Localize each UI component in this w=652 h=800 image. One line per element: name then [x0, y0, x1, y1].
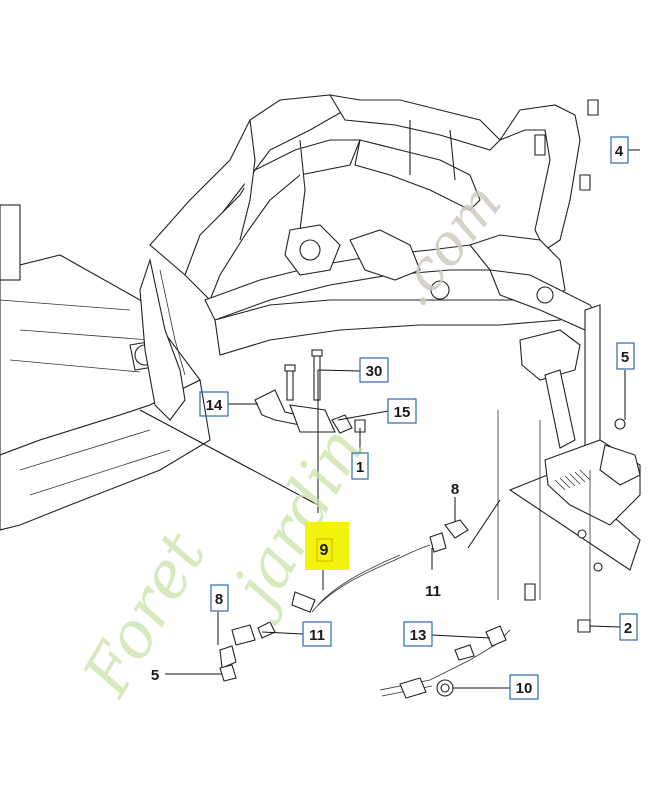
- callout-13[interactable]: 13: [403, 621, 433, 647]
- callout-14[interactable]: 14: [199, 391, 229, 417]
- callout-1[interactable]: 1: [351, 452, 369, 480]
- callout-30[interactable]: 30: [359, 357, 389, 383]
- callout-9-label: 9: [320, 542, 329, 559]
- callout-5-left-label: 5: [151, 667, 159, 684]
- callout-8-right-label: 8: [451, 481, 459, 498]
- callout-5-left[interactable]: 5: [151, 667, 159, 684]
- watermark-text-1: Foret: [69, 520, 221, 708]
- pedal-assembly: [497, 304, 641, 633]
- callout-30-label: 30: [366, 363, 383, 380]
- callout-10-label: 10: [516, 680, 533, 697]
- callout-2[interactable]: 2: [619, 613, 638, 641]
- callout-2-label: 2: [624, 620, 632, 637]
- callout-8-left-label: 8: [215, 591, 223, 608]
- callout-15[interactable]: 15: [387, 398, 417, 424]
- callout-8-right[interactable]: 8: [451, 481, 459, 498]
- callout-8-left[interactable]: 8: [210, 584, 229, 612]
- callout-4[interactable]: 4: [610, 136, 629, 164]
- callout-14-label: 14: [206, 397, 223, 414]
- callout-11-right[interactable]: 11: [425, 583, 441, 600]
- bracket-parts: [254, 349, 366, 434]
- callout-4-label: 4: [615, 143, 624, 160]
- callout-10[interactable]: 10: [509, 674, 539, 700]
- cable-parts: [219, 519, 511, 699]
- callout-15-label: 15: [394, 404, 411, 421]
- callout-11-left[interactable]: 11: [302, 621, 332, 647]
- callout-11-right-label: 11: [425, 583, 441, 600]
- callout-13-label: 13: [410, 627, 427, 644]
- callout-9-highlighted[interactable]: 9: [305, 522, 349, 570]
- leader-lines: [139, 149, 640, 689]
- callout-5-right[interactable]: 5: [616, 342, 635, 370]
- chassis-frame: [0, 94, 601, 531]
- callout-11-left-label: 11: [309, 627, 325, 644]
- callout-5-right-label: 5: [621, 349, 629, 366]
- callout-1-label: 1: [356, 459, 364, 476]
